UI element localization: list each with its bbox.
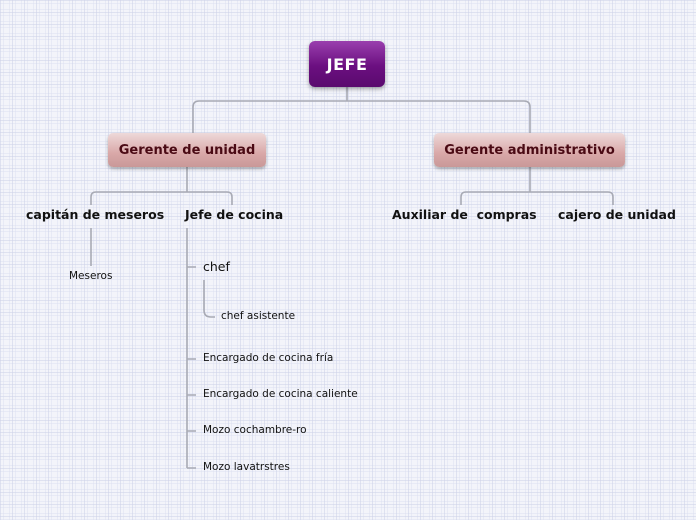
leaf-meseros[interactable]: Meseros (69, 270, 113, 282)
leaf-chef[interactable]: chef (203, 259, 230, 274)
leaf-mozo-lavatrstres[interactable]: Mozo lavatrstres (203, 461, 290, 473)
root-node[interactable]: JEFE (309, 41, 385, 87)
topic-gerente-administrativo[interactable]: Gerente administrativo (434, 133, 625, 167)
leaf-encargado-cocina-fria[interactable]: Encargado de cocina fría (203, 352, 334, 364)
subtopic-jefe-de-cocina[interactable]: Jefe de cocina (185, 207, 284, 222)
subtopic-auxiliar-de-compras[interactable]: Auxiliar de compras (392, 207, 537, 222)
subtopic-capitan-de-meseros[interactable]: capitán de meseros (26, 207, 165, 222)
connector-admin (460, 167, 614, 205)
connector-cocina (186, 228, 196, 469)
topic-gerente-de-unidad[interactable]: Gerente de unidad (108, 133, 266, 167)
connector-root (192, 87, 531, 133)
connector-unidad (90, 167, 233, 205)
leaf-mozo-cochambrero[interactable]: Mozo cochambre-ro (203, 424, 307, 436)
leaf-encargado-cocina-caliente[interactable]: Encargado de cocina caliente (203, 388, 358, 400)
subtopic-cajero-de-unidad[interactable]: cajero de unidad (558, 207, 676, 222)
connector-chef (203, 280, 215, 318)
leaf-chef-asistente[interactable]: chef asistente (221, 310, 296, 322)
